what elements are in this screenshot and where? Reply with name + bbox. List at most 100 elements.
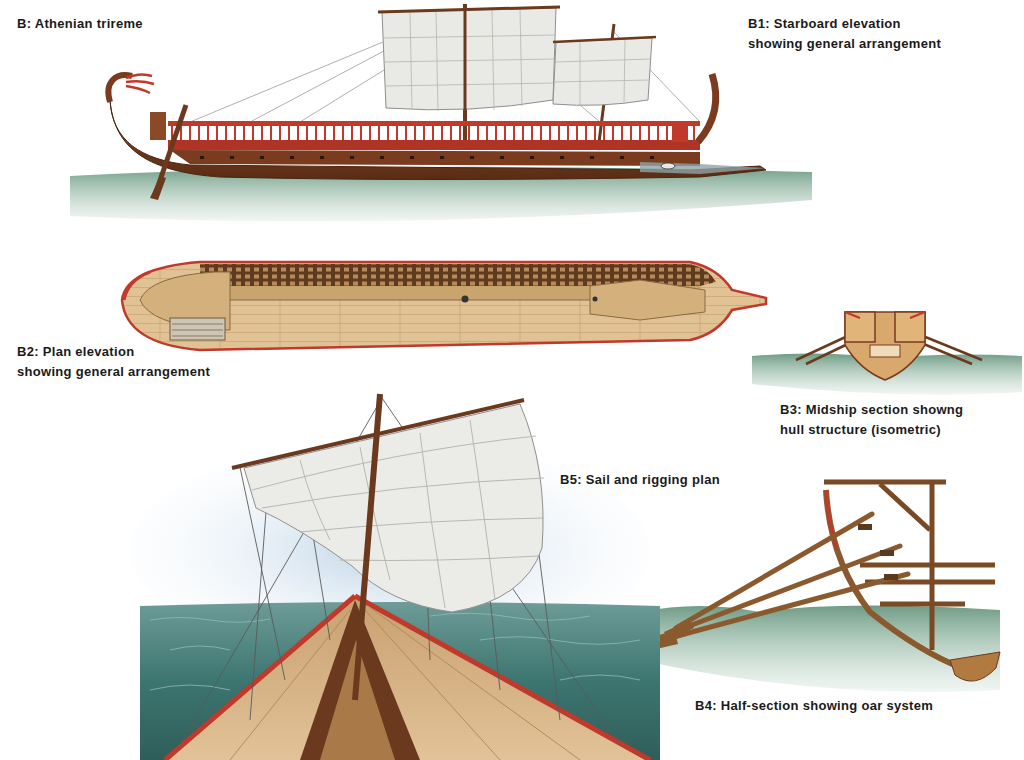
starboard-elevation-part: [553, 38, 652, 105]
starboard-elevation-part: [382, 8, 556, 110]
half-section-oar-system-part-part: [860, 563, 995, 568]
starboard-elevation-part-part: [492, 10, 494, 110]
starboard-elevation-part: [126, 74, 154, 93]
starboard-elevation-part-part: [320, 156, 324, 159]
sail-and-rigging-plan-part-part: [230, 610, 350, 760]
starboard-elevation-part: [172, 126, 694, 140]
starboard-elevation-part: [464, 4, 467, 112]
starboard-elevation-part: [661, 163, 675, 169]
view-label: B4: Half-section showing oar system: [695, 696, 933, 716]
midship-section-part: [845, 312, 860, 318]
starboard-elevation-part-part: [436, 11, 438, 111]
starboard-elevation-part: [672, 124, 688, 142]
starboard-elevation-part-part: [500, 156, 504, 159]
half-section-oar-system-part-part: [880, 484, 930, 530]
midship-section-part: [870, 345, 900, 357]
half-section-oar-system-part-part: [884, 574, 898, 580]
half-section-oar-system-part: [662, 514, 908, 640]
starboard-elevation-part: [150, 176, 166, 200]
sail-and-rigging-plan-part: [180, 398, 620, 745]
sail-and-rigging-plan-part-part: [252, 436, 536, 490]
sail-and-rigging-plan-part-part: [300, 518, 544, 532]
starboard-elevation-part-part: [384, 35, 555, 38]
starboard-elevation-part: [200, 156, 654, 159]
figure-title: B: Athenian trireme: [17, 14, 143, 34]
starboard-elevation-part: [150, 112, 166, 140]
starboard-elevation-part: [168, 121, 700, 126]
starboard-elevation-part-part: [230, 156, 234, 159]
half-section-oar-system-part-part: [858, 524, 872, 530]
starboard-elevation-part-part: [520, 9, 522, 106]
plan-elevation-part: [124, 272, 150, 300]
starboard-elevation-part-part: [126, 74, 152, 78]
starboard-elevation-part: [384, 9, 555, 111]
plan-elevation-part: [590, 280, 705, 320]
midship-section-part: [845, 312, 925, 380]
sail-and-rigging-plan-part-part: [470, 420, 495, 600]
starboard-elevation-part: [378, 7, 560, 12]
sail-and-rigging-plan-part-part: [430, 613, 590, 620]
plan-elevation-part: [172, 336, 223, 337]
starboard-elevation-part-part: [410, 156, 414, 159]
starboard-elevation-part: [170, 150, 700, 166]
starboard-elevation-part: [108, 75, 132, 102]
sail-and-rigging-plan-part: [230, 606, 580, 760]
sail-and-rigging-plan-part-part: [170, 646, 230, 650]
plan-elevation-part: [170, 318, 225, 340]
midship-section: [752, 312, 1022, 395]
starboard-elevation-part-part: [590, 156, 594, 159]
starboard-elevation-part: [110, 100, 766, 180]
half-section-oar-system-part-part: [880, 602, 965, 607]
starboard-elevation-part-part: [385, 59, 554, 62]
plan-elevation-part: [172, 330, 223, 331]
sail-and-rigging-plan-part-part: [150, 685, 230, 690]
starboard-elevation-part-part: [260, 156, 264, 159]
sail-and-rigging-plan-part-part: [300, 460, 330, 540]
plan-elevation-part: [593, 297, 598, 302]
half-section-oar-system-part: [950, 652, 1000, 681]
half-section-oar-system-part: [826, 490, 962, 668]
sail-and-rigging-plan-part: [165, 596, 650, 760]
starboard-elevation-part-part: [440, 156, 444, 159]
view-label: B5: Sail and rigging plan: [560, 470, 720, 490]
half-section-oar-system-part: [858, 524, 898, 580]
sail-and-rigging-plan-part: [244, 404, 543, 612]
starboard-elevation-part: [640, 162, 766, 174]
plan-elevation: [122, 262, 766, 350]
starboard-elevation-part: [553, 37, 656, 42]
starboard-elevation-part-part: [530, 156, 534, 159]
starboard-elevation-part-part: [380, 156, 384, 159]
starboard-elevation: [70, 4, 812, 221]
sail-and-rigging-plan-part-part: [262, 478, 544, 508]
starboard-elevation-part-part: [126, 81, 154, 84]
sail-and-rigging-plan-part-part: [480, 637, 640, 645]
view-label: B3: Midship section showng hull structur…: [780, 400, 963, 440]
starboard-elevation-part-part: [200, 156, 204, 159]
midship-section-part: [895, 312, 925, 342]
sail-and-rigging-plan: [130, 394, 660, 760]
sail-and-rigging-plan-part: [232, 400, 524, 468]
starboard-elevation-part-part: [580, 41, 581, 106]
starboard-elevation-part: [698, 74, 716, 142]
half-section-oar-system-part-part: [668, 546, 900, 634]
view-label: B1: Starboard elevation showing general …: [748, 14, 941, 54]
sail-and-rigging-plan-part-part: [420, 433, 445, 608]
starboard-elevation-part-part: [560, 156, 564, 159]
starboard-elevation-part-part: [410, 11, 412, 109]
half-section-oar-system: [640, 482, 1000, 692]
starboard-elevation-part: [190, 8, 700, 122]
starboard-elevation-part: [463, 4, 467, 150]
starboard-elevation-part-part: [554, 80, 650, 82]
starboard-elevation-part-part: [126, 86, 150, 93]
plan-elevation-part: [462, 296, 469, 303]
starboard-elevation-part-part: [650, 156, 654, 159]
sail-and-rigging-plan-part: [252, 420, 544, 608]
starboard-elevation-part-part: [470, 156, 474, 159]
starboard-elevation-part: [554, 39, 651, 106]
starboard-elevation-part-part: [290, 156, 294, 159]
starboard-elevation-part-part: [624, 39, 625, 104]
half-section-oar-system-part-part: [824, 480, 946, 485]
plan-elevation-part: [122, 262, 766, 350]
midship-section-part: [845, 312, 875, 342]
